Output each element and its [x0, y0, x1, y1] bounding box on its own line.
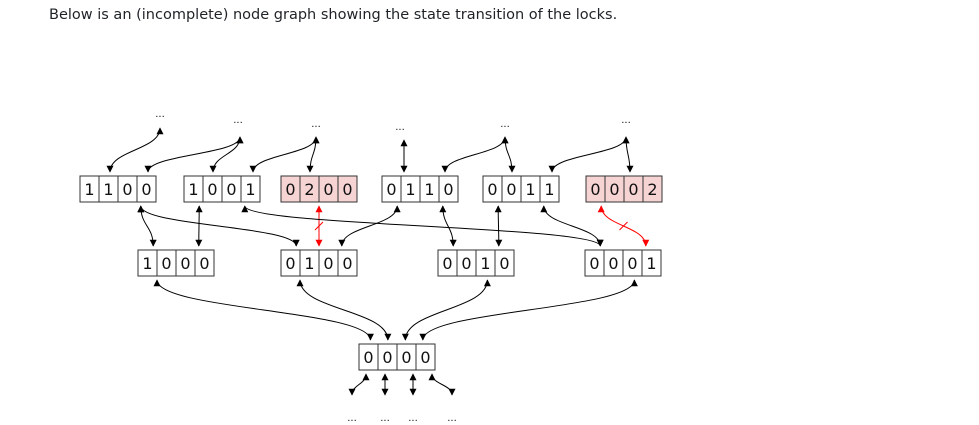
continuation-arrow-down	[348, 373, 370, 396]
state-digit: 0	[180, 254, 190, 273]
invalid-transition-mark	[619, 221, 628, 231]
state-digit: 1	[525, 180, 535, 199]
state-cell	[240, 175, 261, 203]
ellipsis-label: ...	[380, 413, 390, 424]
state-digit: 0	[122, 180, 132, 199]
continuation-arrow-up	[249, 136, 320, 173]
state-digit: 0	[363, 348, 373, 367]
continuation-arrow-up	[106, 127, 164, 173]
state-digit: 0	[420, 348, 430, 367]
state-cell	[494, 249, 515, 277]
state-digit: 0	[161, 254, 171, 273]
state-cell	[438, 175, 459, 203]
ellipsis-label: ...	[500, 119, 510, 130]
transition-0000-0010	[401, 279, 491, 341]
state-digit: 1	[424, 180, 434, 199]
ellipsis-label: ...	[395, 122, 405, 133]
transition-0001-1001	[241, 205, 604, 247]
ellipsis-label: ...	[621, 115, 631, 126]
state-digit: 1	[304, 254, 314, 273]
continuation-arrow-up	[548, 136, 630, 173]
ellipsis-label: ...	[311, 119, 321, 130]
state-digit: 0	[226, 180, 236, 199]
continuation-arrow-up	[441, 136, 509, 173]
continuation-arrow-up	[622, 136, 634, 173]
state-cell	[337, 249, 358, 277]
ellipsis-label: ...	[347, 413, 357, 424]
state-digit: 0	[386, 180, 396, 199]
state-cell	[641, 249, 662, 277]
state-digit: 0	[141, 180, 151, 199]
state-digit: 0	[382, 348, 392, 367]
state-digit: 1	[142, 254, 152, 273]
continuation-arrow-up	[501, 136, 516, 173]
state-digit: 0	[608, 254, 618, 273]
state-digit: 0	[342, 254, 352, 273]
state-digit: 0	[443, 180, 453, 199]
transition-0010-0110	[439, 205, 457, 247]
transition-0010-0011	[494, 205, 503, 247]
transition-0000-0001	[419, 279, 638, 341]
ellipsis-label: ...	[233, 115, 243, 126]
state-digit: 1	[84, 180, 94, 199]
state-digit: 1	[245, 180, 255, 199]
state-cell	[337, 175, 358, 203]
state-digit: 0	[285, 180, 295, 199]
state-cell	[415, 343, 436, 371]
state-digit: 2	[647, 180, 657, 199]
state-digit: 1	[405, 180, 415, 199]
state-cell	[136, 175, 157, 203]
state-digit: 0	[590, 180, 600, 199]
state-digit: 0	[207, 180, 217, 199]
diagram-caption: Below is an (incomplete) node graph show…	[49, 7, 618, 23]
state-digit: 0	[442, 254, 452, 273]
state-digit: 0	[628, 180, 638, 199]
state-digit: 0	[285, 254, 295, 273]
state-digit: 0	[499, 254, 509, 273]
state-digit: 0	[199, 254, 209, 273]
ellipsis-label: ...	[408, 413, 418, 424]
transition-0100-1100	[137, 205, 300, 247]
continuation-arrow-up	[209, 136, 244, 173]
ellipsis-label: ...	[155, 109, 165, 120]
state-digit: 0	[609, 180, 619, 199]
ellipsis-label: ...	[447, 413, 457, 424]
state-digit: 1	[188, 180, 198, 199]
continuation-arrow-up	[306, 136, 320, 173]
transition-0000-1000	[153, 279, 374, 341]
state-digit: 0	[342, 180, 352, 199]
state-cell	[539, 175, 560, 203]
state-digit: 0	[627, 254, 637, 273]
transition-0000-0100	[296, 279, 392, 341]
state-cell	[194, 249, 215, 277]
transition-0001-0011	[540, 205, 604, 247]
state-digit: 1	[480, 254, 490, 273]
continuation-arrow-down	[428, 373, 456, 396]
state-digit: 0	[506, 180, 516, 199]
state-digit: 0	[323, 180, 333, 199]
state-digit: 0	[401, 348, 411, 367]
state-digit: 1	[646, 254, 656, 273]
state-digit: 1	[103, 180, 113, 199]
state-digit: 0	[589, 254, 599, 273]
state-digit: 0	[461, 254, 471, 273]
state-digit: 1	[544, 180, 554, 199]
state-digit: 0	[323, 254, 333, 273]
transition-0100-0110	[338, 205, 401, 247]
state-cell	[642, 175, 663, 203]
state-digit: 2	[304, 180, 314, 199]
state-digit: 0	[487, 180, 497, 199]
